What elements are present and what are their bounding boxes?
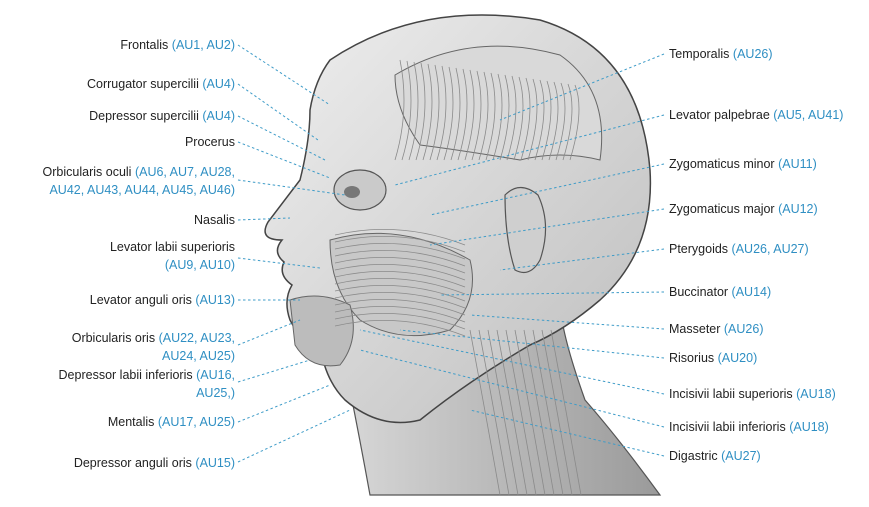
label-mentalis: Mentalis (AU17, AU25)	[108, 413, 235, 431]
label-risorius: Risorius (AU20)	[669, 349, 757, 367]
label-masseter: Masseter (AU26)	[669, 320, 763, 338]
leader-line	[238, 385, 330, 422]
label-digastric: Digastric (AU27)	[669, 447, 761, 465]
label-buccinator: Buccinator (AU14)	[669, 283, 771, 301]
leader-line	[238, 320, 300, 345]
label-corrugator-supercilii: Corrugator supercilii (AU4)	[87, 75, 235, 93]
label-depressor-labii-inferioris: Depressor labii inferioris (AU16,AU25,)	[59, 366, 235, 402]
label-procerus: Procerus	[185, 133, 235, 151]
eye-shape	[334, 170, 386, 210]
mouth-mass	[290, 296, 353, 366]
label-frontalis: Frontalis (AU1, AU2)	[120, 36, 235, 54]
leader-line	[238, 84, 318, 140]
label-nasalis: Nasalis	[194, 211, 235, 229]
label-levator-labii-superioris: Levator labii superioris(AU9, AU10)	[110, 238, 235, 274]
label-temporalis: Temporalis (AU26)	[669, 45, 773, 63]
label-depressor-anguli-oris: Depressor anguli oris (AU15)	[74, 454, 235, 472]
label-pterygoids: Pterygoids (AU26, AU27)	[669, 240, 809, 258]
label-zygomaticus-major: Zygomaticus major (AU12)	[669, 200, 818, 218]
label-zygomaticus-minor: Zygomaticus minor (AU11)	[669, 155, 817, 173]
label-levator-anguli-oris: Levator anguli oris (AU13)	[90, 291, 235, 309]
label-depressor-supercilii: Depressor supercilii (AU4)	[89, 107, 235, 125]
temporal-region	[395, 46, 602, 160]
label-orbicularis-oculi: Orbicularis oculi (AU6, AU7, AU28,AU42, …	[43, 163, 235, 199]
label-orbicularis-oris: Orbicularis oris (AU22, AU23,AU24, AU25)	[72, 329, 235, 365]
label-levator-palpebrae: Levator palpebrae (AU5, AU41)	[669, 106, 843, 124]
leader-line	[238, 410, 350, 462]
leader-line	[238, 360, 310, 382]
label-incisivii-labii-superioris: Incisivii labii superioris (AU18)	[669, 385, 836, 403]
label-incisivii-labii-inferioris: Incisivii labii inferioris (AU18)	[669, 418, 829, 436]
